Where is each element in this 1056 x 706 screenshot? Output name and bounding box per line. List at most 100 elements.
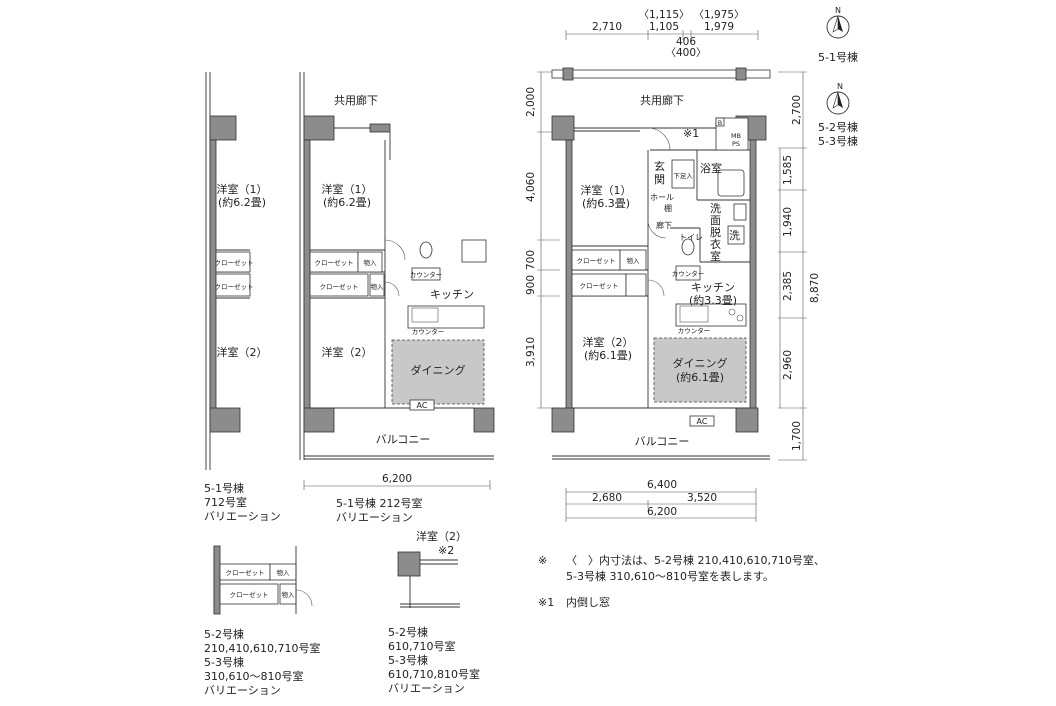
main-room1-size: (約6.3畳) bbox=[582, 196, 630, 210]
mid-room1-label: 洋室（1） bbox=[322, 182, 373, 196]
svg-text:210,410,610,710号室: 210,410,610,710号室 bbox=[204, 641, 320, 655]
var-b-room-label: 洋室（2） bbox=[416, 529, 467, 543]
main-ac-label: AC bbox=[697, 417, 708, 426]
main-balcony-label: バルコニー bbox=[635, 435, 690, 448]
dim-900: 900 bbox=[525, 275, 537, 295]
dim-700: 700 bbox=[525, 250, 537, 270]
main-genkan-2: 関 bbox=[654, 173, 665, 186]
main-kitchen-size: (約3.3畳) bbox=[689, 293, 737, 307]
compass-caption-line: 5-2号棟 bbox=[818, 120, 858, 134]
main-shoe-storage: 下足入 bbox=[673, 172, 693, 180]
note1-line1: 〈 〉内寸法は、5-2号棟 210,410,610,710号室、 bbox=[566, 553, 825, 567]
main-room2-label: 洋室（2） bbox=[583, 335, 634, 349]
dim-6400: 6,400 bbox=[647, 479, 677, 491]
left-room1-label: 洋室（1） bbox=[217, 182, 268, 196]
main-room1-label: 洋室（1） bbox=[581, 183, 632, 197]
dim-1979: 1,979 bbox=[704, 21, 734, 33]
main-corridor-label: 共用廊下 bbox=[640, 93, 684, 107]
svg-text:5-2号棟: 5-2号棟 bbox=[388, 625, 428, 639]
main-storage-1: 物入 bbox=[627, 256, 641, 265]
main-b-label: B bbox=[718, 119, 722, 127]
dim-3520: 3,520 bbox=[687, 492, 717, 504]
compass-caption-line: 5-3号棟 bbox=[818, 134, 858, 148]
mid-bottom-dimension: 6,200 bbox=[303, 473, 491, 490]
mid-floor-plan: 共用廊下 洋室（1） (約6.2畳) クローゼット 物入 クローゼット 物入 カ… bbox=[299, 72, 495, 460]
dim-2700: 2,700 bbox=[791, 95, 803, 125]
dim-1115: 〈1,115〉 bbox=[638, 9, 689, 21]
notes: ※ 〈 〉内寸法は、5-2号棟 210,410,610,710号室、 5-3号棟… bbox=[538, 553, 825, 609]
mid-storage-1: 物入 bbox=[364, 258, 378, 267]
main-closet-1: クローゼット bbox=[577, 256, 616, 265]
main-hall-label: ホール bbox=[650, 193, 674, 202]
note2-text: 内倒し窓 bbox=[566, 595, 610, 609]
svg-text:712号室: 712号室 bbox=[204, 495, 247, 509]
mid-room2-label: 洋室（2） bbox=[322, 345, 373, 359]
svg-text:バリエーション: バリエーション bbox=[204, 684, 281, 697]
compass-5-1: N 5-1号棟 bbox=[818, 6, 858, 64]
main-washroom-1: 洗 bbox=[710, 202, 721, 215]
main-mb-label: MB bbox=[731, 132, 741, 140]
svg-text:バリエーション: バリエーション bbox=[336, 511, 413, 524]
main-bottom-dimensions: 6,400 2,680 3,520 6,200 bbox=[565, 479, 757, 522]
main-washroom-3: 脱 bbox=[710, 225, 721, 239]
main-bath-label: 浴室 bbox=[700, 161, 722, 175]
svg-text:クローゼット: クローゼット bbox=[230, 590, 269, 599]
svg-text:物入: 物入 bbox=[277, 568, 291, 577]
main-counter-top: カウンター bbox=[672, 269, 705, 278]
main-washroom-2: 面 bbox=[710, 214, 721, 227]
variation-b-plan: 洋室（2） ※2 bbox=[397, 529, 467, 608]
svg-text:5-3号棟: 5-3号棟 bbox=[204, 655, 244, 669]
caption-var-b: 5-2号棟 610,710号室 5-3号棟 610,710,810号室 バリエー… bbox=[388, 625, 480, 695]
dim-8870: 8,870 bbox=[809, 273, 821, 303]
mid-balcony-label: バルコニー bbox=[376, 433, 431, 446]
mid-corridor-label: 共用廊下 bbox=[334, 93, 378, 107]
left-closet-2: クローゼット bbox=[215, 282, 254, 291]
mid-closet-1: クローゼット bbox=[315, 258, 354, 267]
main-shelf-label: 棚 bbox=[664, 203, 672, 213]
caption-var-a: 5-2号棟 210,410,610,710号室 5-3号棟 310,610〜81… bbox=[204, 627, 320, 697]
var-b-note: ※2 bbox=[438, 544, 454, 557]
svg-text:5-1号棟 212号室: 5-1号棟 212号室 bbox=[336, 496, 422, 510]
caption-left: 5-1号棟 712号室 バリエーション bbox=[204, 481, 281, 523]
compass-n-label: N bbox=[835, 6, 841, 15]
dim-2960: 2,960 bbox=[782, 350, 794, 380]
svg-text:610,710号室: 610,710号室 bbox=[388, 639, 456, 653]
left-floor-plan: 洋室（1） (約6.2畳) クローゼット クローゼット 洋室（2） bbox=[205, 72, 268, 470]
left-room1-size: (約6.2畳) bbox=[218, 195, 266, 209]
caption-mid: 5-1号棟 212号室 バリエーション bbox=[336, 496, 422, 524]
right-dimensions: 2,700 1,585 1,940 2,385 8,870 2,960 1,70… bbox=[778, 71, 821, 461]
svg-text:5-3号棟: 5-3号棟 bbox=[388, 653, 428, 667]
main-toilet-label: トイレ bbox=[679, 233, 703, 242]
main-closet-2: クローゼット bbox=[580, 281, 619, 290]
mid-storage-2: 物入 bbox=[371, 282, 385, 291]
mid-counter-small: カウンター bbox=[410, 270, 443, 279]
dim-1975: 〈1,975〉 bbox=[693, 9, 744, 21]
main-ps-label: PS bbox=[732, 140, 740, 148]
dim-1700: 1,700 bbox=[791, 421, 803, 451]
svg-text:バリエーション: バリエーション bbox=[204, 510, 281, 523]
main-dining-label: ダイニング bbox=[673, 356, 728, 370]
main-floor-plan: 共用廊下 ※1 洋室（1） (約6.3畳) 玄 関 下足入 浴室 ホール 棚 洗… bbox=[551, 67, 771, 460]
note2-mark: ※1 bbox=[538, 596, 554, 609]
dim-2385: 2,385 bbox=[782, 271, 794, 301]
svg-text:クローゼット: クローゼット bbox=[226, 568, 265, 577]
svg-text:バリエーション: バリエーション bbox=[388, 682, 465, 695]
dim-1105: 1,105 bbox=[649, 21, 679, 33]
compass-5-2-5-3: N 5-2号棟 5-3号棟 bbox=[818, 82, 858, 148]
left-dimensions: 2,000 4,060 900 700 3,910 bbox=[525, 71, 560, 409]
svg-text:310,610〜810号室: 310,610〜810号室 bbox=[204, 669, 303, 683]
compass-caption: 5-1号棟 bbox=[818, 50, 858, 64]
main-corridor2-label: 廊下 bbox=[656, 220, 672, 230]
mid-dining-label: ダイニング bbox=[411, 363, 466, 377]
mid-room1-size: (約6.2畳) bbox=[323, 195, 371, 209]
dim-6200-mid: 6,200 bbox=[382, 473, 412, 485]
mid-ac-label: AC bbox=[417, 401, 428, 410]
dim-3910: 3,910 bbox=[525, 337, 537, 367]
left-closet-1: クローゼット bbox=[215, 258, 254, 267]
variation-a-plan: クローゼット 物入 クローゼット 物入 bbox=[213, 545, 313, 615]
main-washroom-5: 室 bbox=[710, 249, 721, 263]
main-counter-label: カウンター bbox=[678, 326, 711, 335]
dim-2680: 2,680 bbox=[592, 492, 622, 504]
main-room2-size: (約6.1畳) bbox=[584, 348, 632, 362]
